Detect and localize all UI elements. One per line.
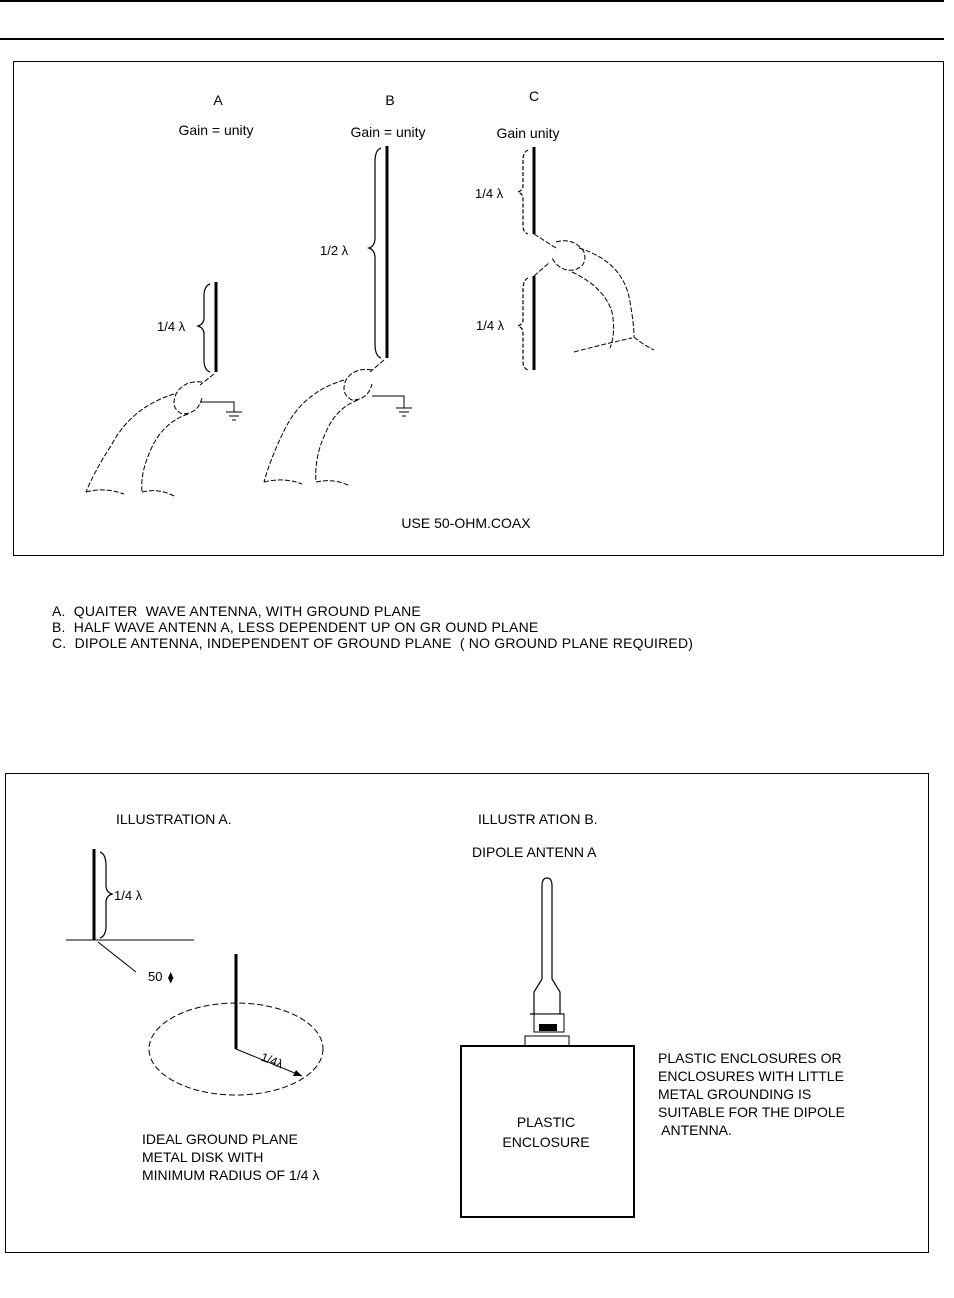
antenna-a: A Gain = unity 1/4 λ [85,92,254,497]
enclosure-note-4: SUITABLE FOR THE DIPOLE [658,1104,845,1120]
illustration-a-lead [97,941,137,973]
antenna-legend: A. QUAITER WAVE ANTENNA, WITH GROUND PLA… [52,603,693,651]
header-rule [0,38,944,40]
ground-plane-radius [235,1048,303,1077]
antenna-types-diagram: A Gain = unity 1/4 λ B Gain = unity 1/2 … [85,88,655,531]
coax-note: USE 50-OHM.COAX [401,515,531,531]
enclosure-note-2: ENCLOSURES WITH LITTLE [658,1068,844,1084]
enclosure-note-3: METAL GROUNDING IS [658,1086,811,1102]
antenna-c-gain: Gain unity [496,125,559,141]
antenna-a-coax [85,373,215,497]
enclosure-note-1: PLASTIC ENCLOSURES OR [658,1050,842,1066]
legend-line-c: C. DIPOLE ANTENNA, INDEPENDENT OF GROUND… [52,635,694,651]
ground-plane-caption-3: MINIMUM RADIUS OF 1/4 λ [142,1167,319,1183]
antenna-c-coax [533,233,655,353]
ground-plane-diagram: ILLUSTRATION A. 1/4 λ 50 ⧫ 1/4λ IDEAL GR… [66,811,845,1218]
antenna-c-length-bottom: 1/4 λ [476,318,505,333]
enclosure-label-1: PLASTIC [517,1114,575,1130]
illustration-a-length: 1/4 λ [114,888,143,903]
illustration-b-subtitle: DIPOLE ANTENN A [472,844,597,860]
antenna-c-lower-brace [516,277,529,371]
illustration-a: ILLUSTRATION A. 1/4 λ 50 ⧫ 1/4λ IDEAL GR… [66,811,324,1183]
illustration-b-title: ILLUSTR ATION B. [478,811,598,827]
illustration-a-ohm: 50 [148,969,162,984]
top-rule [0,0,944,2]
illustration-a-radius: 1/4λ [259,1050,285,1071]
antenna-c-length-top: 1/4 λ [475,186,504,201]
antenna-b-length: 1/2 λ [320,243,349,258]
antenna-b-gain: Gain = unity [350,124,425,140]
legend-line-b: B. HALF WAVE ANTENN A, LESS DEPENDENT UP… [52,619,539,635]
ground-plane-figure: ILLUSTRATION A. 1/4 λ 50 ⧫ 1/4λ IDEAL GR… [5,773,929,1253]
antenna-b-coax [263,359,385,487]
ground-plane-caption-1: IDEAL GROUND PLANE [142,1131,298,1147]
antenna-c: C Gain unity 1/4 λ 1/4 λ [475,88,655,371]
legend-line-a: A. QUAITER WAVE ANTENNA, WITH GROUND PLA… [52,603,421,619]
antenna-a-ground [200,401,242,421]
illustration-a-title: ILLUSTRATION A. [116,811,232,827]
dipole-connector-nut [539,1024,557,1031]
enclosure-note-5: ANTENNA. [658,1122,732,1138]
illustration-a-brace [99,851,114,939]
antenna-b: B Gain = unity 1/2 λ [263,92,426,487]
dipole-antenna-body [530,877,564,1015]
antenna-b-ground [372,395,412,417]
illustration-a-ohm-symbol: ⧫ [168,972,174,984]
antenna-b-brace [367,147,382,359]
antenna-a-gain: Gain = unity [178,122,253,138]
illustration-b: ILLUSTR ATION B. DIPOLE ANTENN A PLASTIC… [460,811,845,1218]
antenna-a-letter: A [213,92,223,108]
enclosure-label-2: ENCLOSURE [502,1134,589,1150]
antenna-c-letter: C [529,88,539,104]
antenna-types-figure: A Gain = unity 1/4 λ B Gain = unity 1/2 … [13,61,944,556]
ground-plane-caption-2: METAL DISK WITH [142,1149,263,1165]
plastic-enclosure [460,1045,635,1218]
antenna-a-length: 1/4 λ [157,319,186,334]
antenna-c-upper-brace [516,149,529,235]
radius-arrowhead [293,1070,302,1076]
antenna-b-letter: B [385,92,394,108]
antenna-a-brace [196,283,211,373]
dipole-mount [524,1035,570,1047]
